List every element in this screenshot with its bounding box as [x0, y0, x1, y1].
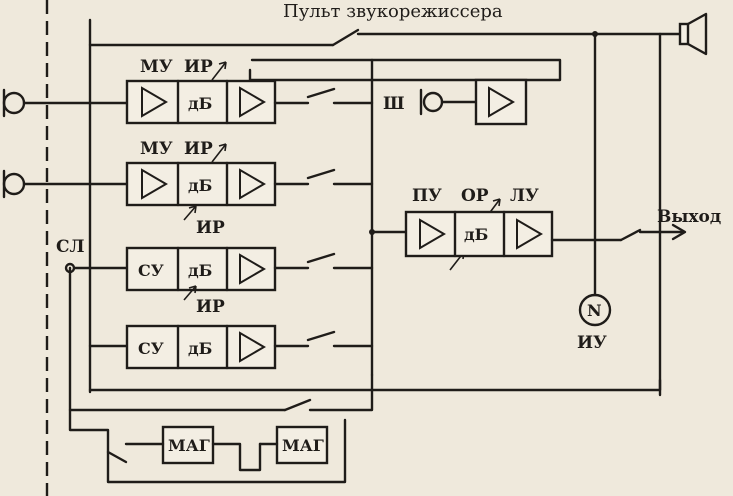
amplifier-icon — [516, 218, 543, 250]
channel-1-label-ir: ИР — [184, 57, 213, 77]
monitor-input-icon — [422, 91, 444, 113]
channel-2-label-ir: ИР — [184, 139, 213, 159]
output-stage: ПУ ОР ЛУ дБ Выход — [370, 186, 721, 271]
line-input-label: СЛ — [56, 237, 85, 257]
channel-4-db: дБ — [188, 339, 212, 358]
indicator-symbol: N — [587, 301, 602, 320]
output-label-pu: ПУ — [412, 186, 442, 206]
channel-1-db: дБ — [188, 94, 212, 113]
output-label-lu: ЛУ — [510, 186, 539, 206]
microphone-1-icon — [2, 91, 26, 115]
channel-4: ИР СУ дБ — [88, 285, 374, 370]
channel-2-db: дБ — [188, 176, 212, 195]
indicator-label: ИУ — [577, 333, 607, 353]
channel-4-su: СУ — [138, 339, 164, 358]
monitor-line — [88, 28, 682, 82]
amplifier-icon — [488, 86, 515, 118]
channel-1-label-mu: МУ — [140, 57, 173, 77]
return-loops — [68, 266, 662, 484]
channel-1: МУ ИР дБ — [2, 57, 374, 125]
channel-2-label-mu: МУ — [140, 139, 173, 159]
channel-3-label-ir: ИР — [196, 218, 225, 238]
bus-label: Ш — [383, 94, 405, 114]
channel-3-db: дБ — [188, 261, 212, 280]
amplifier-icon — [239, 86, 266, 118]
tape-recorders: МАГ МАГ — [124, 425, 329, 472]
amplifier-icon — [239, 331, 266, 363]
amplifier-icon — [239, 168, 266, 200]
output-db: дБ — [464, 225, 488, 244]
indicator-icon — [578, 293, 612, 327]
main-bus: Ш — [369, 58, 405, 377]
channel-3-su: СУ — [138, 261, 164, 280]
channel-3: ИР СЛ СУ дБ — [56, 205, 374, 292]
amplifier-icon — [239, 253, 266, 285]
amplifier-icon — [419, 218, 446, 250]
monitor-amplifier — [419, 78, 528, 126]
output-label-or: ОР — [461, 186, 489, 206]
output-label: Выход — [657, 207, 721, 227]
loudspeaker-icon — [678, 12, 708, 56]
channel-2: МУ ИР дБ — [2, 139, 374, 207]
tape-recorder-1-label: МАГ — [168, 436, 210, 455]
tape-recorder-1 — [161, 425, 215, 465]
channel-4-label-ir: ИР — [196, 297, 225, 317]
tape-recorder-2-label: МАГ — [282, 436, 324, 455]
microphone-2-icon — [2, 172, 26, 196]
diagram-title: Пульт звукорежиссера — [283, 1, 503, 22]
level-indicator: N ИУ — [577, 32, 662, 397]
output-arrow-icon — [671, 223, 687, 241]
amplifier-icon — [141, 86, 168, 118]
amplifier-icon — [141, 168, 168, 200]
